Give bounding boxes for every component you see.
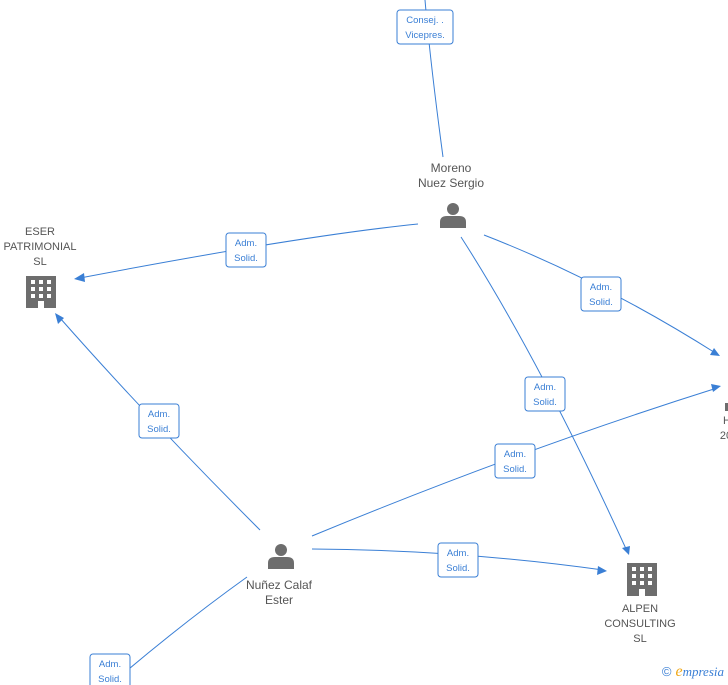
partial-building-icon [725, 403, 728, 411]
arrowhead-alpen-top [622, 546, 630, 555]
edge-label-nunez-alpen[interactable]: Adm. Solid. [437, 542, 479, 578]
node-label-eser-line3: SL [33, 256, 46, 268]
node-label-moreno-line1: Moreno [431, 161, 472, 175]
edge-label-nunez-eser[interactable]: Adm. Solid. [138, 403, 180, 439]
node-nunez[interactable]: Nuñez Calaf Ester [246, 544, 313, 607]
brand-initial: e [675, 663, 683, 680]
node-eser[interactable]: ESER PATRIMONIAL SL [4, 226, 77, 308]
building-icon [627, 563, 657, 596]
edge-lines [59, 0, 718, 685]
arrowhead-alpen-side [597, 566, 607, 575]
node-label-right-line2: 20 [720, 430, 728, 442]
brand-watermark: ©empresia [662, 663, 724, 681]
node-label-right-line1: H [723, 415, 728, 427]
edge-label-consej[interactable]: Consej. . Vicepres. [396, 9, 454, 45]
node-moreno[interactable]: Moreno Nuez Sergio [418, 161, 484, 228]
arrowheads [55, 273, 721, 575]
node-label-nunez-line2: Ester [265, 593, 293, 607]
node-alpen[interactable]: ALPEN CONSULTING SL [604, 563, 676, 645]
edge-label-moreno-alpen-line1: Adm. [534, 382, 556, 393]
edge-label-moreno-eser-line2: Solid. [234, 253, 258, 264]
arrowhead-eser-top [74, 273, 85, 282]
person-icon [440, 203, 466, 228]
node-label-alpen-line2: CONSULTING [604, 618, 675, 630]
person-icon [268, 544, 294, 569]
edge-label-moreno-eser[interactable]: Adm. Solid. [225, 232, 267, 268]
edge-label-moreno-right-line1: Adm. [590, 282, 612, 293]
edge-label-moreno-eser-line1: Adm. [235, 238, 257, 249]
edge-label-nunez-eser-line2: Solid. [147, 424, 171, 435]
edge-label-nunez-bottom-line2: Solid. [98, 674, 122, 685]
edge-label-nunez-alpen-line1: Adm. [447, 548, 469, 559]
node-label-eser-line2: PATRIMONIAL [4, 241, 77, 253]
edge-line-moreno-eser [79, 223, 419, 279]
edge-label-nunez-right-line2: Solid. [503, 464, 527, 475]
node-label-nunez-line1: Nuñez Calaf [246, 578, 313, 592]
edge-label-consej-line1: Consej. . [406, 15, 444, 26]
node-label-alpen-line3: SL [633, 633, 646, 645]
node-right-partial[interactable]: H 20 [720, 403, 728, 442]
brand-name: mpresia [682, 664, 724, 679]
edge-label-moreno-alpen[interactable]: Adm. Solid. [524, 376, 566, 412]
edge-label-nunez-alpen-line2: Solid. [446, 563, 470, 574]
edge-line-nunez-bottom [109, 576, 248, 685]
arrowhead-right-top [710, 348, 720, 356]
edge-label-moreno-right-line2: Solid. [589, 297, 613, 308]
edge-label-moreno-alpen-line2: Solid. [533, 397, 557, 408]
arrowhead-eser-bottom [55, 313, 64, 324]
edge-label-nunez-eser-line1: Adm. [148, 409, 170, 420]
edge-label-nunez-right[interactable]: Adm. Solid. [494, 443, 536, 479]
arrowhead-right-mid [711, 384, 721, 392]
edge-label-nunez-bottom[interactable]: Adm. Solid. [89, 653, 131, 685]
edge-label-consej-line2: Vicepres. [405, 30, 444, 41]
node-label-moreno-line2: Nuez Sergio [418, 176, 484, 190]
edge-label-nunez-bottom-line1: Adm. [99, 659, 121, 670]
edge-label-moreno-right[interactable]: Adm. Solid. [580, 276, 622, 312]
building-icon [26, 276, 56, 308]
node-label-eser-line1: ESER [25, 226, 55, 238]
node-label-alpen-line1: ALPEN [622, 603, 658, 615]
edge-label-nunez-right-line1: Adm. [504, 449, 526, 460]
copyright-symbol: © [661, 664, 672, 679]
